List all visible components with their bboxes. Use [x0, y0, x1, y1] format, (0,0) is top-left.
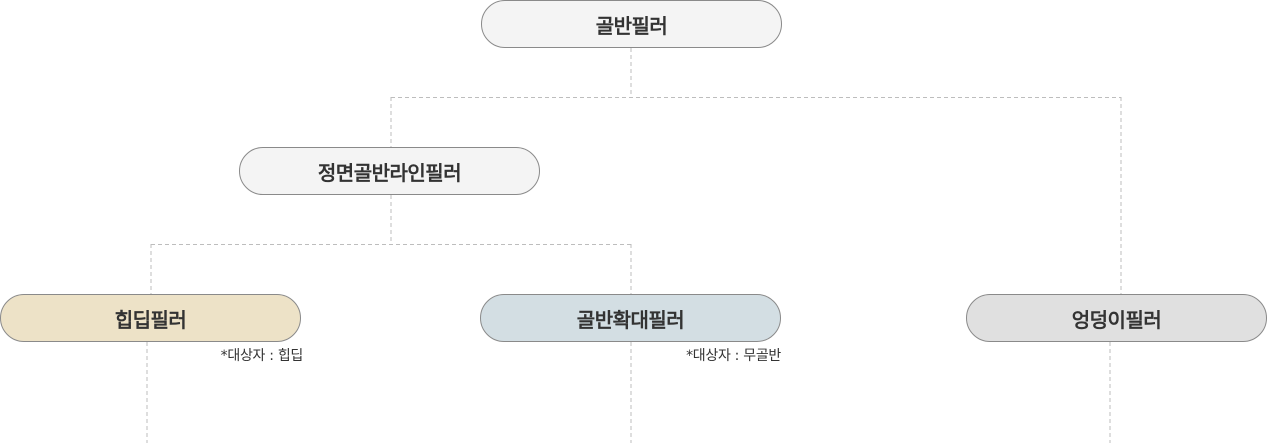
- node-buttock-filler[interactable]: 엉덩이필러: [966, 294, 1267, 342]
- note-pelvic-expansion-target: *대상자 : 무골반: [686, 348, 781, 364]
- node-front-pelvic-line-filler[interactable]: 정면골반라인필러: [239, 147, 540, 195]
- node-pelvic-expansion-filler[interactable]: 골반확대필러: [480, 294, 781, 342]
- node-hipdip-filler[interactable]: 힙딥필러: [0, 294, 301, 342]
- node-pelvic-filler[interactable]: 골반필러: [481, 0, 782, 48]
- note-hipdip-target: *대상자 : 힙딥: [220, 348, 304, 364]
